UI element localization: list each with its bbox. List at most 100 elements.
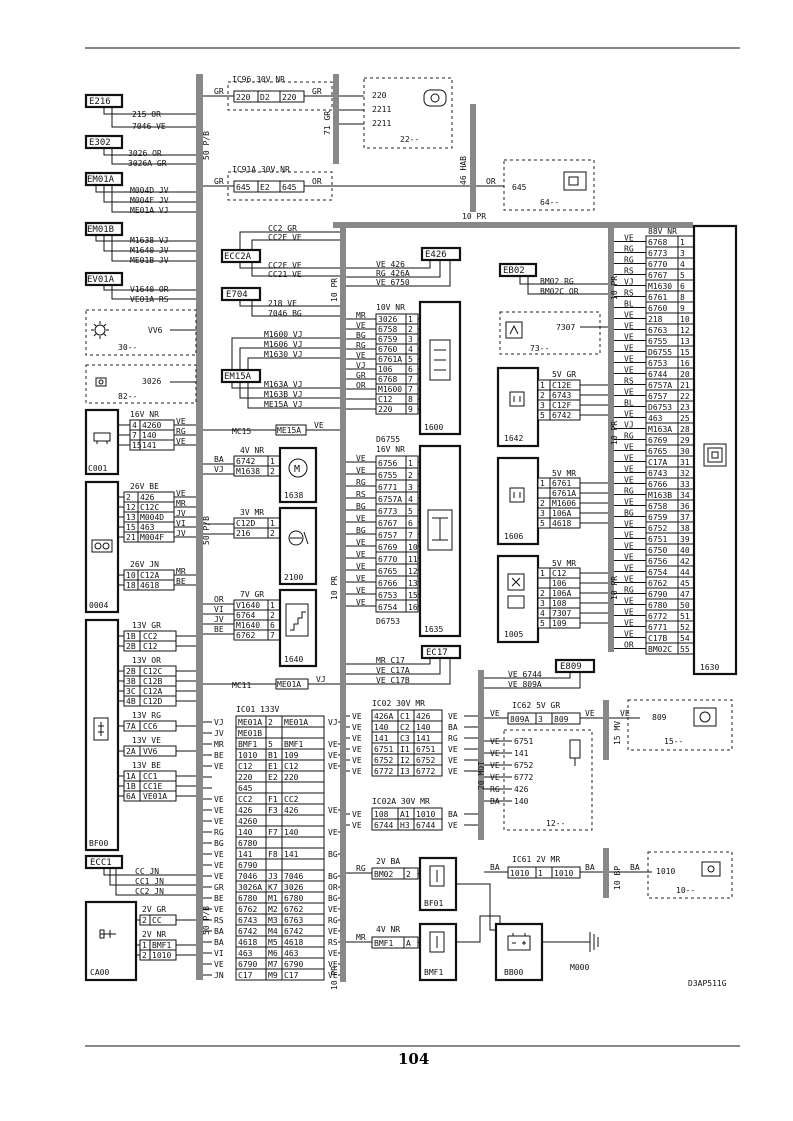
c1638-pin-cell: 2: [270, 467, 275, 476]
c0004-pin-cell: C12C: [140, 503, 159, 512]
ic01-cell: M6: [268, 949, 278, 958]
ic01-cell: 4618: [284, 938, 303, 947]
c1600-pin-cell: 3: [408, 335, 413, 344]
ic01-cell: F3: [268, 806, 278, 815]
wire-809-label: 809: [652, 713, 667, 722]
bus-50pb-label-1: 50 P/B: [202, 131, 211, 160]
injection-ecu-icon: [429, 339, 451, 381]
c1630-pin-cell: 6744: [648, 370, 667, 379]
ic01-left-color: BE: [214, 894, 224, 903]
c12-wire: 6751: [514, 737, 533, 746]
c0004-pin-cell: M004D: [140, 513, 164, 522]
mc11-color: VJ: [316, 675, 326, 684]
bf00-pin-cell: 3C: [126, 687, 136, 696]
c001-pin-cell: 4260: [142, 421, 161, 430]
connector-e426: [420, 246, 462, 262]
connector-e809-group: E809 VE 6744 VE 809A: [484, 658, 596, 689]
component-30-group: 30-- VV6: [85, 309, 197, 356]
wire-cc-label: CC JN: [135, 867, 159, 876]
c1600-pin-cell: 106: [378, 365, 393, 374]
ic01-cell: 141: [284, 850, 299, 859]
c1635-pin-cell: 6: [408, 519, 413, 528]
c1630-pin-wire-color: OR: [624, 641, 634, 650]
c1630-pin-cell: 42: [680, 557, 690, 566]
wire-c17a-label: VE C17A: [376, 666, 410, 675]
c1005-pin-cell: 106: [552, 579, 567, 588]
c1642-title: 5V GR: [552, 370, 576, 379]
c1635-pin-cell: 6765: [378, 567, 397, 576]
ic01-cell: B1: [268, 751, 278, 760]
c1640-pin-cell: 6: [270, 621, 275, 630]
c1635-pin-cell: 2: [408, 471, 413, 480]
wire-me01b-label: ME01B JV: [130, 256, 169, 265]
c1630-pin-cell: 6766: [648, 480, 667, 489]
c1630-pin-cell: 28: [680, 425, 690, 434]
ic01-left-color: VE: [214, 872, 224, 881]
c1630-pin-cell: 8: [680, 293, 685, 302]
c1630-pin-cell: 6755: [648, 337, 667, 346]
component-15-group: 809 15-- VE: [609, 699, 733, 751]
ic02-table-cell: 6772: [374, 767, 393, 776]
ic02-table-cell: 6772: [416, 767, 435, 776]
c1635-pin-wire-color: VE: [356, 454, 366, 463]
component-64-group: 64-- 645 OR: [476, 159, 595, 211]
bf00-pin-cell: VE01A: [143, 792, 167, 801]
c1630-pin-wire-color: RG: [624, 586, 634, 595]
c1642-pin-cell: 6742: [552, 411, 571, 420]
bf01-color: RG: [356, 864, 366, 873]
wire-645-color: OR: [486, 177, 496, 186]
c12-wire: 141: [514, 749, 529, 758]
ic02-table-right-color: VE: [448, 745, 458, 754]
ic01-left-color: VE: [214, 762, 224, 771]
fuse-icon-bmf1: [429, 931, 445, 953]
component-1630-label: 1630: [700, 663, 719, 672]
bus-50pb-label-2: 50 P/B: [202, 516, 211, 545]
c1630-pin-cell: 463: [648, 414, 663, 423]
ic01-cell: 109: [284, 751, 299, 760]
c1642-pin-cell: 2: [540, 391, 545, 400]
c1630-pin-cell: 23: [680, 403, 690, 412]
gearbox-ecu-icon: [703, 443, 727, 467]
ic02-table-cell: I2: [400, 756, 410, 765]
ic61-pin-cell: 1010: [510, 869, 529, 878]
ca00-pin-cell: 1010: [152, 951, 171, 960]
bus-10pr-right-label-3: 10 PR: [610, 576, 619, 600]
ic02a-table-cell: 1010: [416, 810, 435, 819]
ic01-cell: BMF1: [284, 740, 303, 749]
c0004b-pin-wire-color: BE: [176, 577, 186, 586]
c1630-pin-wire-color: RS: [624, 267, 634, 276]
ic01-cell: 2: [268, 718, 273, 727]
wire-v1640-label: V1640 OR: [130, 285, 169, 294]
c22-wire: 220: [372, 91, 387, 100]
c1630-pin-cell: 30: [680, 447, 690, 456]
component-10-label: 10--: [676, 886, 695, 895]
c1635-pin-cell: 6767: [378, 519, 397, 528]
c1635-pin-cell: 11: [408, 555, 418, 564]
c1600-pin-cell: 1: [408, 315, 413, 324]
ic01-right-color: VE: [328, 971, 338, 980]
c1640-pin-cell: 2: [270, 611, 275, 620]
ic02-table-right-color: VE: [448, 712, 458, 721]
page-number: 104: [398, 1050, 429, 1068]
ic02-table-cell: I1: [400, 745, 410, 754]
ground-m000-label: M000: [570, 963, 589, 972]
ic01-cell: 140: [238, 828, 253, 837]
c1606-pin-cell: 1: [540, 479, 545, 488]
c15-color: VE: [620, 709, 630, 718]
wire-c17-label: MR C17: [376, 656, 405, 665]
bf00-pin-cell: CC6: [143, 722, 158, 731]
c1635-pin-wire-color: VE: [356, 598, 366, 607]
c1630-pin-cell: 37: [680, 513, 690, 522]
bus-10pr-top-label: 10 PR: [462, 212, 486, 221]
ic01-right-color: VE: [328, 806, 338, 815]
connector-eb02-label: EB02: [503, 266, 525, 276]
component-64-label: 64--: [540, 198, 559, 207]
ic01-cell: 6790: [238, 861, 257, 870]
wire-m163a-label: M163A VJ: [264, 380, 303, 389]
